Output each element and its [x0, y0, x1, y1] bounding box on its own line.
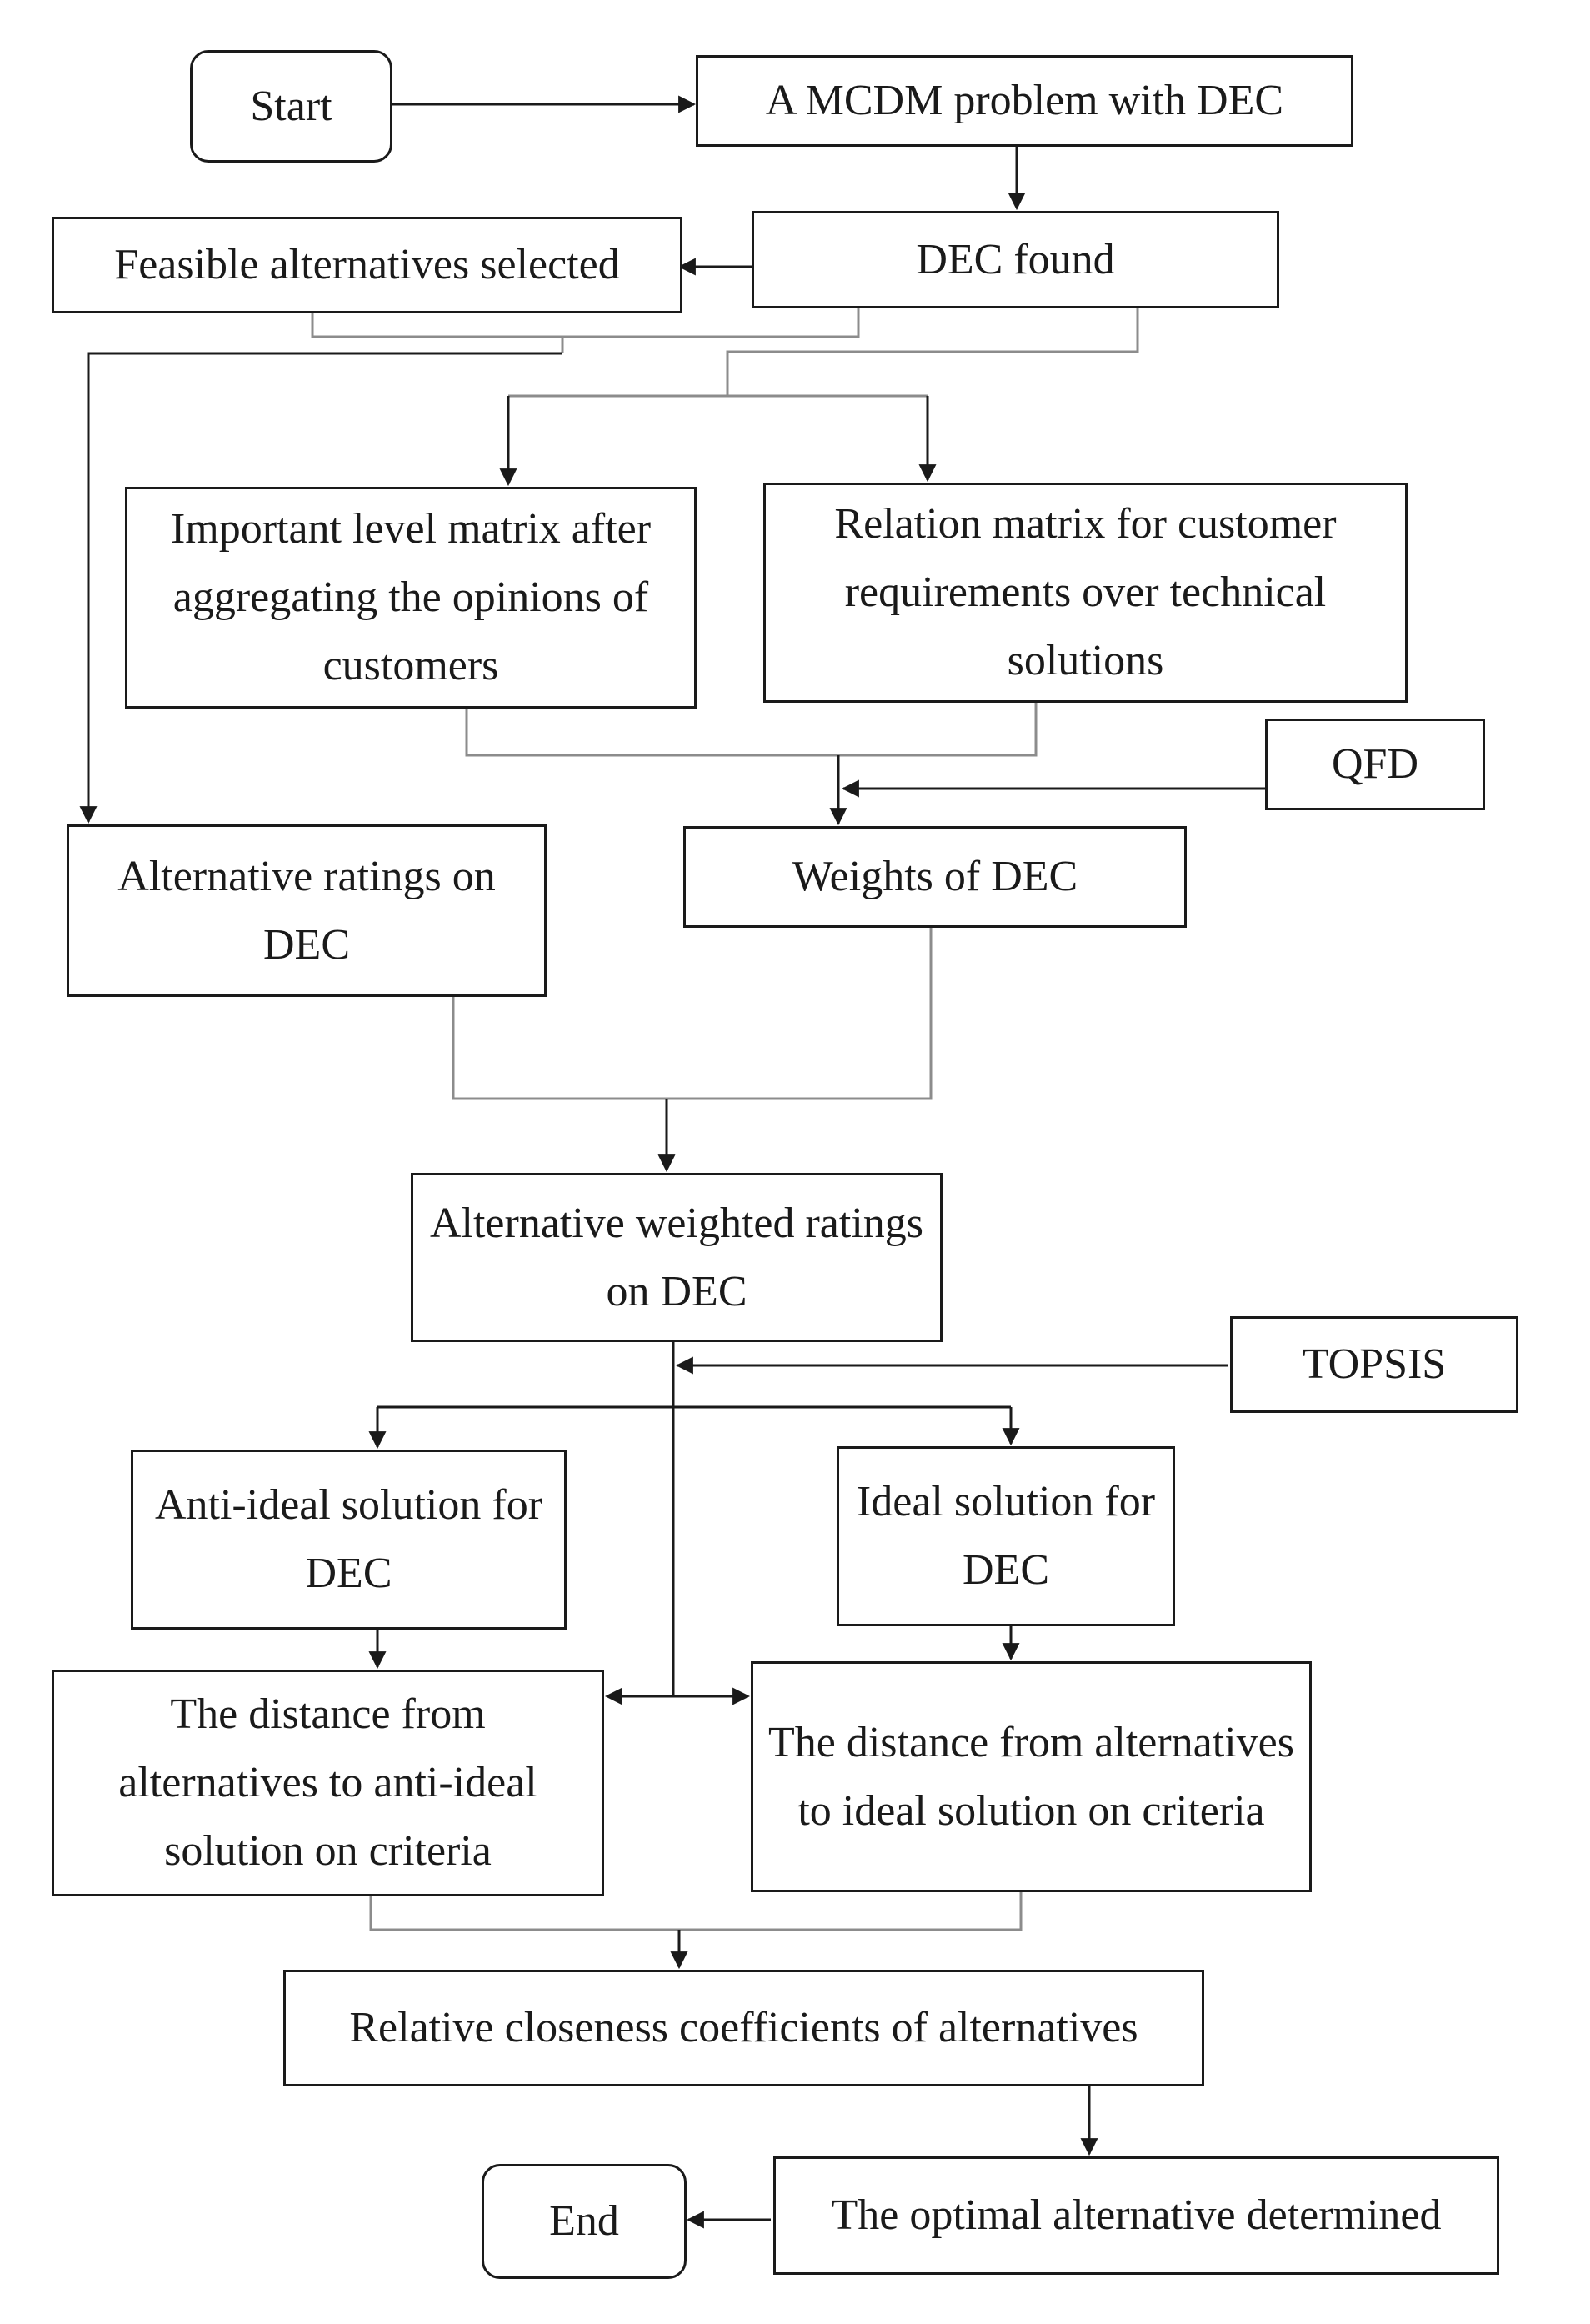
- ideal-solution-label: Ideal solution for DEC: [856, 1478, 1156, 1594]
- connector-feasible-dec-join: [311, 308, 860, 338]
- optimal-alternative-node: The optimal alternative determined: [773, 2156, 1499, 2275]
- connector-distances-join: [369, 1892, 1022, 1931]
- weights-of-dec-label: Weights of DEC: [792, 853, 1078, 900]
- topsis-label: TOPSIS: [1302, 1340, 1447, 1388]
- feasible-alternatives-node: Feasible alternatives selected: [52, 217, 682, 313]
- distance-ideal-node: The distance from alternatives to ideal …: [751, 1661, 1312, 1892]
- distance-ideal-label: The distance from alternatives to ideal …: [768, 1718, 1294, 1835]
- important-level-matrix-node: Important level matrix after aggregating…: [125, 487, 697, 709]
- mcdm-problem-label: A MCDM problem with DEC: [765, 77, 1284, 124]
- start-node: Start: [190, 50, 392, 163]
- closeness-coefficients-label: Relative closeness coefficients of alter…: [349, 2004, 1138, 2051]
- arrow-to-alternative-ratings: [79, 352, 562, 824]
- end-label: End: [549, 2197, 619, 2245]
- connector-dec-found-split: [726, 308, 1139, 396]
- feasible-alternatives-label: Feasible alternatives selected: [114, 241, 620, 288]
- distance-anti-ideal-node: The distance from alternatives to anti-i…: [52, 1670, 604, 1896]
- end-node: End: [482, 2164, 687, 2279]
- alternative-ratings-label: Alternative ratings on DEC: [118, 852, 496, 969]
- qfd-node: QFD: [1265, 719, 1485, 810]
- ideal-solution-node: Ideal solution for DEC: [837, 1446, 1175, 1626]
- alternative-weighted-ratings-label: Alternative weighted ratings on DEC: [429, 1199, 924, 1315]
- important-level-matrix-label: Important level matrix after aggregating…: [170, 505, 652, 689]
- alternative-ratings-node: Alternative ratings on DEC: [67, 824, 547, 997]
- optimal-alternative-label: The optimal alternative determined: [831, 2191, 1442, 2239]
- distance-anti-ideal-label: The distance from alternatives to anti-i…: [118, 1690, 538, 1875]
- start-label: Start: [250, 82, 332, 130]
- anti-ideal-solution-label: Anti-ideal solution for DEC: [154, 1481, 543, 1597]
- anti-ideal-solution-node: Anti-ideal solution for DEC: [131, 1450, 567, 1630]
- dec-found-node: DEC found: [752, 211, 1279, 308]
- qfd-label: QFD: [1331, 740, 1419, 788]
- connector-matrices-join: [465, 703, 1038, 757]
- relation-matrix-label: Relation matrix for customer requirement…: [834, 500, 1337, 684]
- closeness-coefficients-node: Relative closeness coefficients of alter…: [283, 1970, 1204, 2086]
- topsis-node: TOPSIS: [1230, 1316, 1518, 1413]
- relation-matrix-node: Relation matrix for customer requirement…: [763, 483, 1408, 703]
- mcdm-problem-node: A MCDM problem with DEC: [696, 55, 1353, 147]
- weights-of-dec-node: Weights of DEC: [683, 826, 1187, 928]
- connector-ratings-weights-join: [452, 928, 932, 1100]
- alternative-weighted-ratings-node: Alternative weighted ratings on DEC: [411, 1173, 942, 1342]
- dec-found-label: DEC found: [916, 235, 1115, 283]
